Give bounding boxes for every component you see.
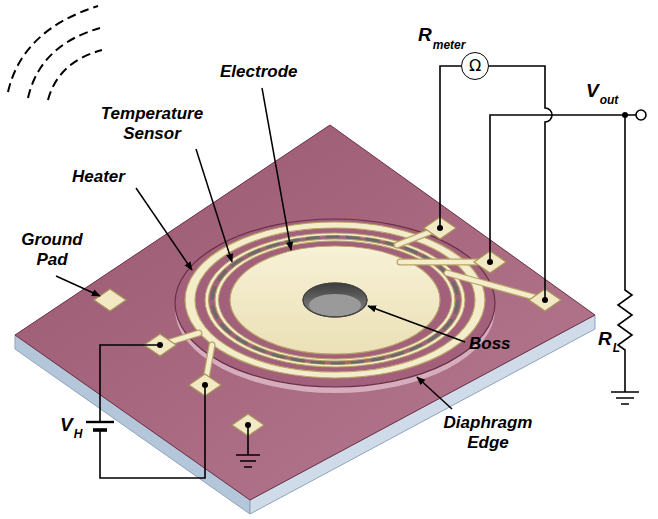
sensor-lead [447, 273, 545, 300]
ground-symbol [236, 455, 260, 467]
ground-symbol [611, 392, 639, 404]
heater-ring [185, 222, 485, 378]
junction-dot [245, 422, 251, 428]
flow-line [48, 50, 102, 100]
signal-subscript: H [74, 428, 83, 442]
leader-line [417, 377, 452, 409]
metal-traces [160, 228, 545, 385]
signal-name: V [60, 414, 73, 436]
bond-pads [94, 217, 561, 436]
junction-dot [437, 225, 443, 231]
leader-line [56, 276, 100, 296]
junction-dot [622, 112, 628, 118]
meter-symbol-text: Ω [469, 58, 481, 74]
leader-line [196, 149, 232, 262]
resistor-name: R [598, 328, 612, 350]
wire [247, 425, 249, 455]
leader-lines [56, 88, 465, 409]
sensor-ring-inner [209, 236, 462, 365]
part-name: Temperature Sensor [88, 104, 216, 143]
signal-name: V [586, 80, 599, 102]
flow-line [28, 28, 100, 98]
flow-lines [8, 6, 102, 100]
boss-hole [303, 283, 367, 317]
resistor-subscript: L [613, 342, 620, 356]
wire-dots [157, 112, 628, 428]
substrate-top [15, 125, 595, 500]
meter-symbol-name: R [418, 24, 432, 46]
wire [100, 345, 160, 422]
junction-dot [542, 297, 548, 303]
battery-symbol [86, 421, 114, 423]
part-name: Boss [469, 334, 511, 354]
sensor-dash-ring [212, 237, 458, 363]
wire [100, 385, 205, 478]
part-name: Electrode [220, 62, 297, 82]
leader-line [262, 88, 291, 250]
junction-dot [202, 382, 208, 388]
part-name: Ground Pad [12, 230, 92, 269]
leader-line [136, 188, 192, 270]
circuit-wires [100, 66, 639, 478]
boss-edge [303, 283, 367, 317]
resistor-symbol [618, 115, 632, 392]
wire [490, 115, 636, 262]
junction-dot [487, 259, 493, 265]
meter-symbol-subscript: meter [433, 39, 466, 53]
diaphragm [175, 219, 495, 387]
ground-pad [94, 289, 126, 311]
part-name: Diaphragm Edge [430, 413, 546, 452]
output-terminal [636, 110, 646, 120]
trace-outline [160, 228, 545, 385]
trace-fill [160, 228, 545, 385]
part-name: Heater [72, 167, 125, 187]
ohmmeter-symbol: Ω [461, 52, 489, 80]
leader-line [368, 306, 465, 342]
sensor-lead [447, 273, 545, 300]
heater-ring-inner [195, 228, 475, 372]
battery-symbol [93, 428, 107, 432]
flow-line [8, 6, 98, 92]
signal-subscript: out [600, 94, 619, 108]
sensor-ring [205, 233, 465, 367]
sensor-ring [215, 239, 455, 361]
wire [489, 66, 552, 300]
junction-dot [157, 342, 163, 348]
boss-floor [309, 294, 361, 316]
wire [440, 66, 461, 228]
